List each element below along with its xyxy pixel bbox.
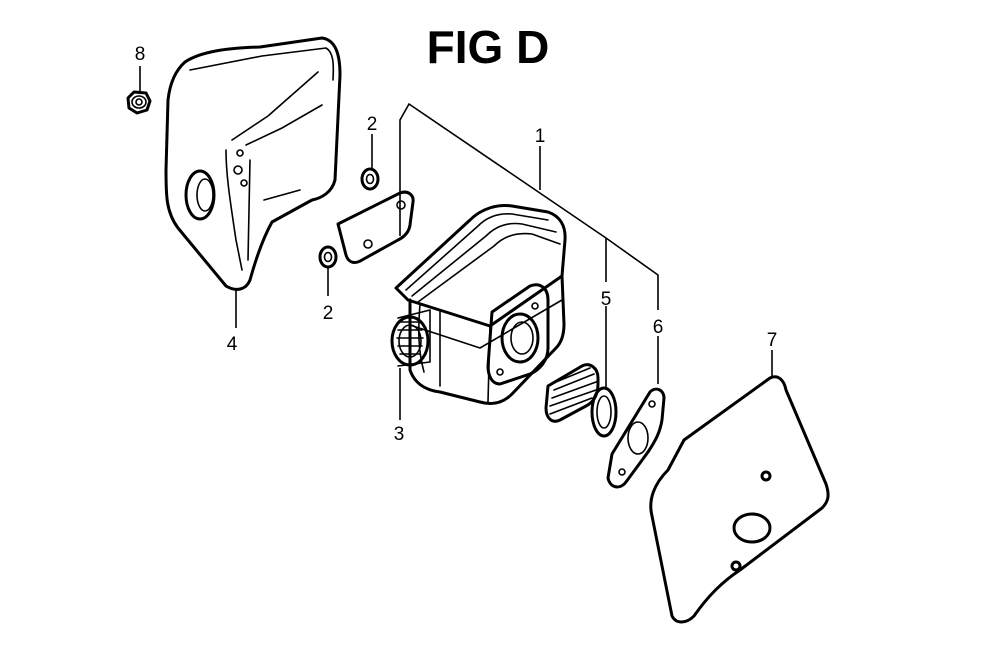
- heat-plate-part: [649, 375, 830, 624]
- washer-lower-part: [318, 245, 338, 269]
- callout-8: 8: [135, 44, 146, 65]
- callout-7: 7: [767, 330, 778, 351]
- callout-6: 6: [653, 317, 664, 338]
- callout-3: 3: [394, 424, 405, 445]
- callout-1: 1: [535, 126, 546, 147]
- callout-5: 5: [601, 289, 612, 310]
- muffler-plate-part: [336, 190, 415, 264]
- spark-arrester-screen-part: [544, 363, 618, 438]
- exhaust-gasket-part: [606, 387, 666, 489]
- callout-2-lower: 2: [323, 303, 334, 324]
- leader-lines: [139, 66, 773, 420]
- callout-4: 4: [227, 334, 238, 355]
- muffler-protector-part: [164, 36, 342, 291]
- muffler-body-part: [390, 204, 567, 406]
- washer-upper-part: [360, 167, 380, 191]
- nut-part: [126, 90, 152, 115]
- figure-title: FIG D: [427, 21, 550, 73]
- callout-2-upper: 2: [367, 114, 378, 135]
